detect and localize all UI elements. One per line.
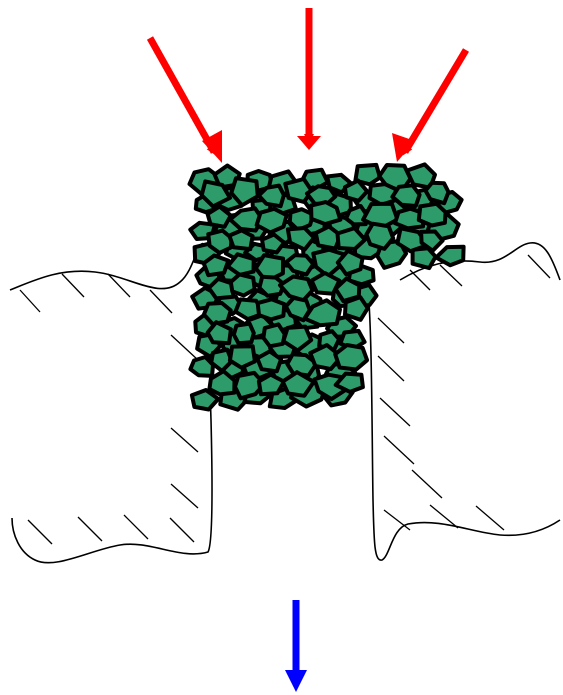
particle xyxy=(257,209,287,233)
particle-aggregate xyxy=(190,164,464,409)
particle xyxy=(190,357,213,376)
particle xyxy=(258,299,285,319)
left-surface-outline xyxy=(10,244,212,563)
particle xyxy=(345,297,368,320)
particle xyxy=(285,179,312,202)
arrow-right-diagonal-icon xyxy=(405,50,466,152)
particle xyxy=(335,345,367,370)
right-surface xyxy=(368,243,560,560)
result-arrow xyxy=(285,600,307,692)
left-surface-hatching xyxy=(20,274,198,544)
arrow-down-blue-head xyxy=(285,670,307,692)
particle xyxy=(234,324,254,344)
particle xyxy=(208,231,231,253)
particle xyxy=(366,224,393,249)
particle xyxy=(436,247,464,265)
particle xyxy=(230,346,255,368)
particle xyxy=(204,256,229,276)
particle xyxy=(229,230,252,249)
particle xyxy=(263,324,284,346)
arrow-left-diagonal-icon xyxy=(150,38,214,152)
particle xyxy=(311,202,340,224)
right-surface-outline xyxy=(368,243,560,560)
applied-force-arrows xyxy=(150,8,466,152)
particle xyxy=(426,183,449,203)
particle xyxy=(419,204,446,226)
right-surface-hatching xyxy=(378,255,550,530)
particle xyxy=(259,375,284,395)
particle xyxy=(257,351,281,371)
left-surface xyxy=(10,244,212,563)
particle xyxy=(231,274,255,295)
particle xyxy=(392,185,419,206)
